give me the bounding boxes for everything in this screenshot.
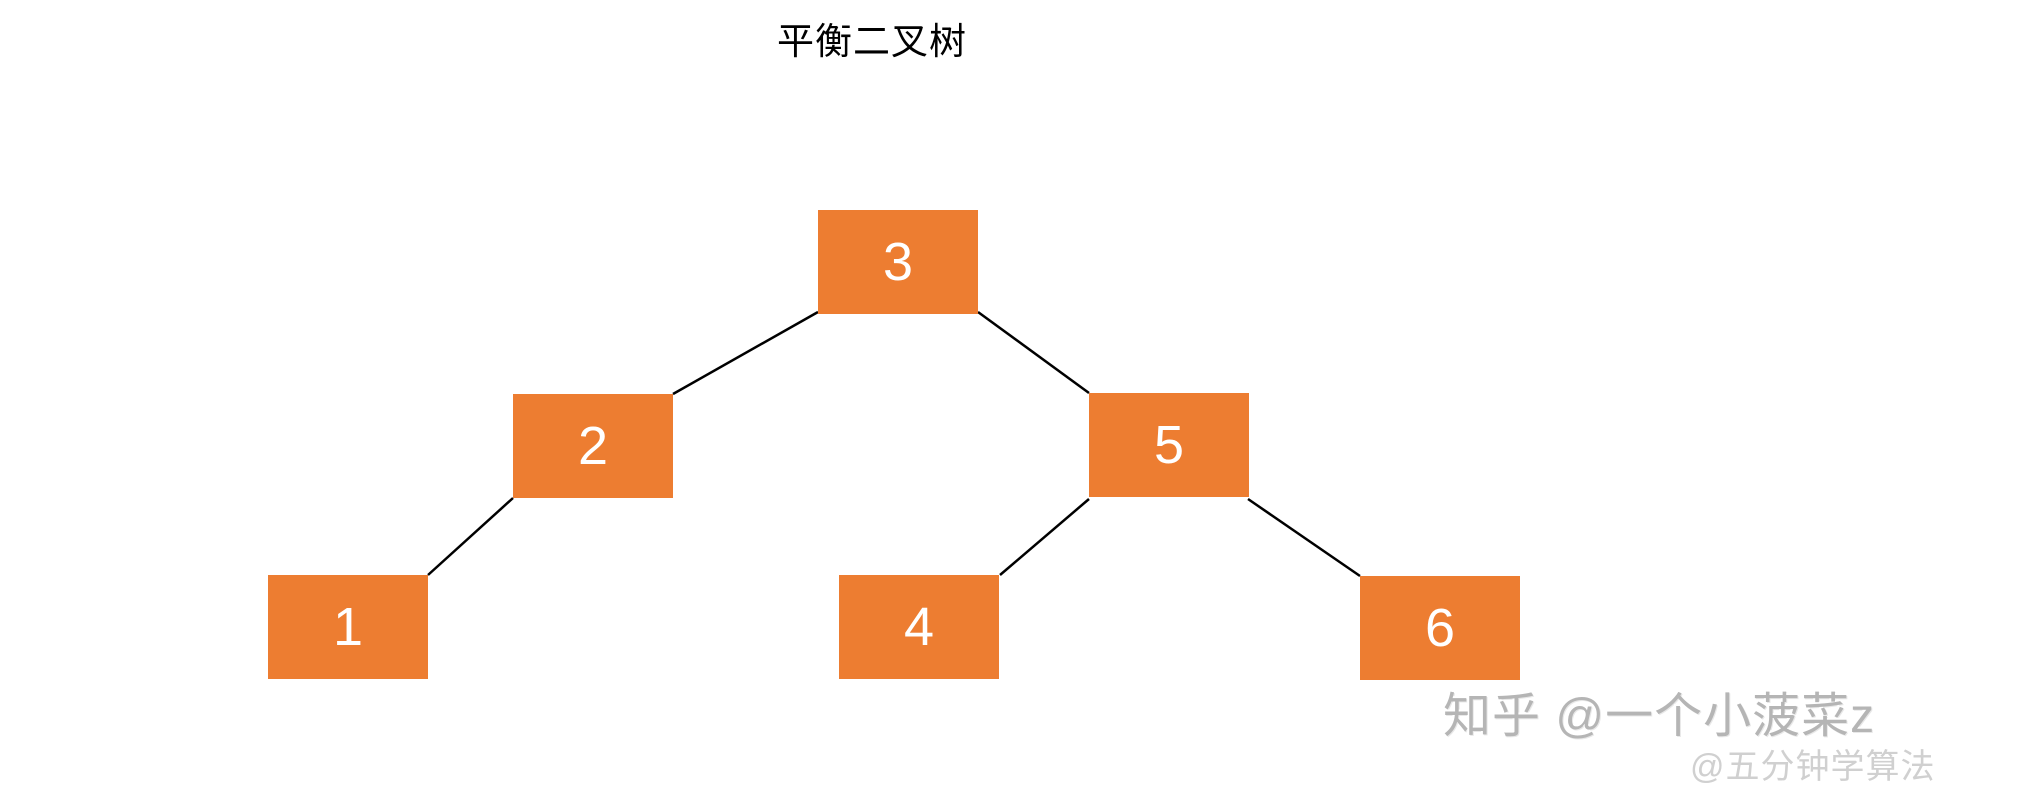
tree-node-6: 6 [1360,576,1520,680]
tree-node-label: 6 [1424,598,1456,658]
tree-node-label: 4 [903,597,935,657]
watermark-zhihu: 知乎 @一个小菠菜z [1443,690,1876,743]
tree-node-label: 2 [577,416,609,476]
tree-node-3: 3 [818,210,978,314]
tree-node-label: 5 [1153,415,1185,475]
tree-edge-5-6 [1247,497,1361,578]
tree-node-label: 1 [332,597,364,657]
tree-edge-3-5 [977,310,1090,395]
tree-node-1: 1 [268,575,428,679]
tree-edge-5-4 [999,498,1090,576]
watermark-secondary: @五分钟学算法 [1690,748,1936,786]
tree-node-2: 2 [513,394,673,498]
tree-node-label: 3 [882,232,914,292]
tree-node-4: 4 [839,575,999,679]
diagram-title: 平衡二叉树 [777,21,967,62]
tree-edge-3-2 [672,310,819,396]
tree-node-5: 5 [1089,393,1249,497]
tree-edge-2-1 [427,497,514,576]
